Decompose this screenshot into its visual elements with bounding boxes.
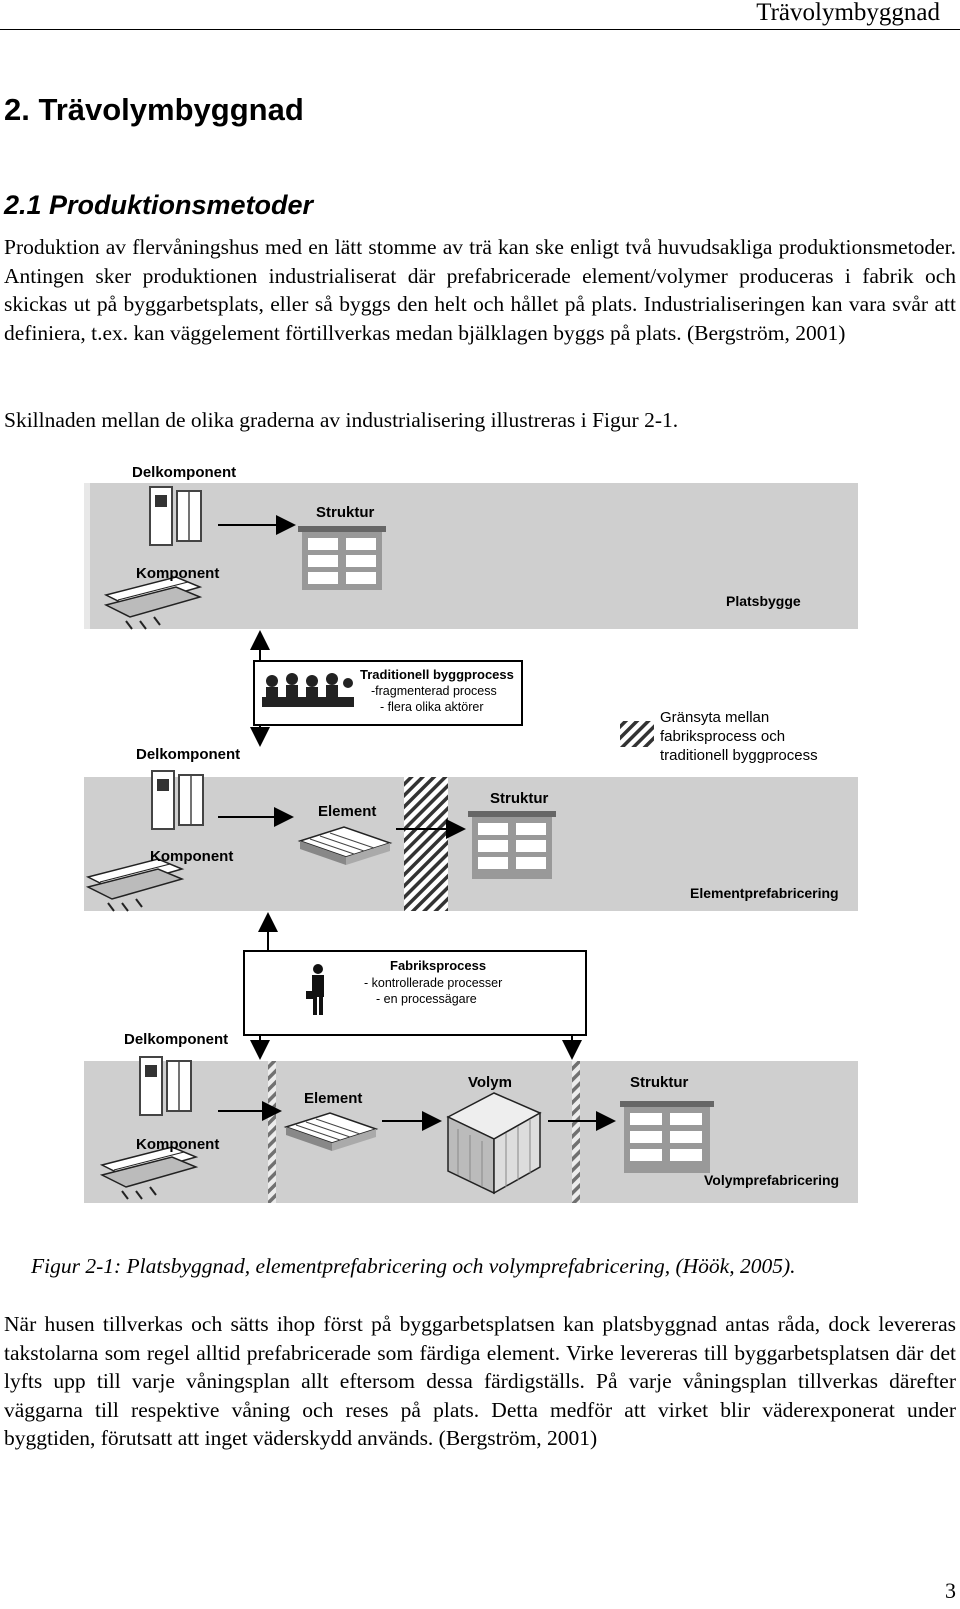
- label-struktur: Struktur: [316, 504, 375, 521]
- chapter-title: 2. Trävolymbyggnad: [4, 92, 304, 127]
- label-volym: Volym: [468, 1074, 512, 1091]
- door-window-icon: [139, 1056, 192, 1116]
- factory-process-box: Fabriksprocess - kontrollerade processer…: [243, 950, 587, 1036]
- building-icon: [298, 526, 386, 590]
- door-window-icon: [149, 486, 202, 546]
- label-elementprefabricering: Elementprefabricering: [690, 885, 839, 901]
- interface-hatch-right: [572, 1061, 580, 1203]
- building-icon: [468, 811, 556, 879]
- traditional-line-2: - flera olika aktörer: [380, 700, 484, 714]
- industrialization-figure: Delkomponent Struktur Komponent Platsbyg…: [84, 464, 858, 1203]
- businessman-icon: [306, 964, 324, 1015]
- factory-line-2: - en processägare: [376, 992, 477, 1006]
- label-struktur: Struktur: [630, 1074, 689, 1091]
- traditional-title: Traditionell byggprocess: [360, 667, 514, 682]
- label-komponent: Komponent: [150, 848, 233, 865]
- label-platsbygge: Platsbygge: [726, 593, 801, 609]
- page-number: 3: [945, 1578, 956, 1603]
- band-edge-strip: [84, 483, 90, 629]
- legend-line-1: Gränsyta mellan: [660, 709, 769, 726]
- label-struktur: Struktur: [490, 790, 549, 807]
- hatch-swatch: [620, 721, 654, 747]
- building-icon: [620, 1101, 714, 1173]
- legend-line-3: traditionell byggprocess: [660, 747, 818, 764]
- band-platsbygge: Delkomponent Struktur Komponent Platsbyg…: [84, 464, 858, 630]
- wall-element-icon: [283, 1112, 379, 1151]
- lumber-stack-icon: [103, 576, 203, 630]
- door-window-icon: [151, 770, 204, 830]
- onsite-paragraph: När husen tillverkas och sätts ihop förs…: [4, 1312, 956, 1451]
- header-rule: [0, 29, 960, 30]
- legend-line-2: fabriksprocess och: [660, 728, 785, 745]
- label-element: Element: [304, 1090, 362, 1107]
- band-background: [84, 483, 858, 629]
- volume-module-icon: [446, 1092, 542, 1195]
- factory-line-1: - kontrollerade processer: [364, 976, 502, 990]
- interface-hatch-left: [268, 1061, 276, 1203]
- band-background: [84, 777, 858, 911]
- lumber-stack-icon: [85, 858, 185, 912]
- intro-paragraph: Produktion av flervåningshus med en lätt…: [4, 235, 956, 345]
- band-elementprefabricering: Delkomponent Element Struktur Komponent …: [84, 746, 858, 912]
- figure-reference-paragraph: Skillnaden mellan de olika graderna av i…: [4, 408, 679, 432]
- meeting-people-icon: [262, 673, 354, 707]
- label-volymprefabricering: Volymprefabricering: [704, 1172, 839, 1188]
- traditional-line-1: -fragmenterad process: [371, 684, 497, 698]
- lumber-stack-icon: [99, 1146, 199, 1200]
- running-head: Trävolymbyggnad: [756, 0, 940, 26]
- wall-element-icon: [297, 826, 393, 865]
- label-delkomponent: Delkomponent: [124, 1031, 228, 1048]
- figure-caption: Figur 2-1: Platsbyggnad, elementprefabri…: [31, 1254, 796, 1278]
- label-delkomponent: Delkomponent: [132, 464, 236, 481]
- interface-hatch: [404, 777, 448, 911]
- factory-title: Fabriksprocess: [390, 958, 486, 973]
- traditional-process-box: Traditionell byggprocess -fragmenterad p…: [253, 660, 523, 726]
- hatch-legend: Gränsyta mellan fabriksprocess och tradi…: [620, 709, 818, 764]
- label-komponent: Komponent: [136, 565, 219, 582]
- label-element: Element: [318, 803, 376, 820]
- label-komponent: Komponent: [136, 1136, 219, 1153]
- section-title: 2.1 Produktionsmetoder: [4, 190, 314, 220]
- label-delkomponent: Delkomponent: [136, 746, 240, 763]
- band-volymprefabricering: Delkomponent Element Volym Struktur Komp…: [84, 1031, 858, 1203]
